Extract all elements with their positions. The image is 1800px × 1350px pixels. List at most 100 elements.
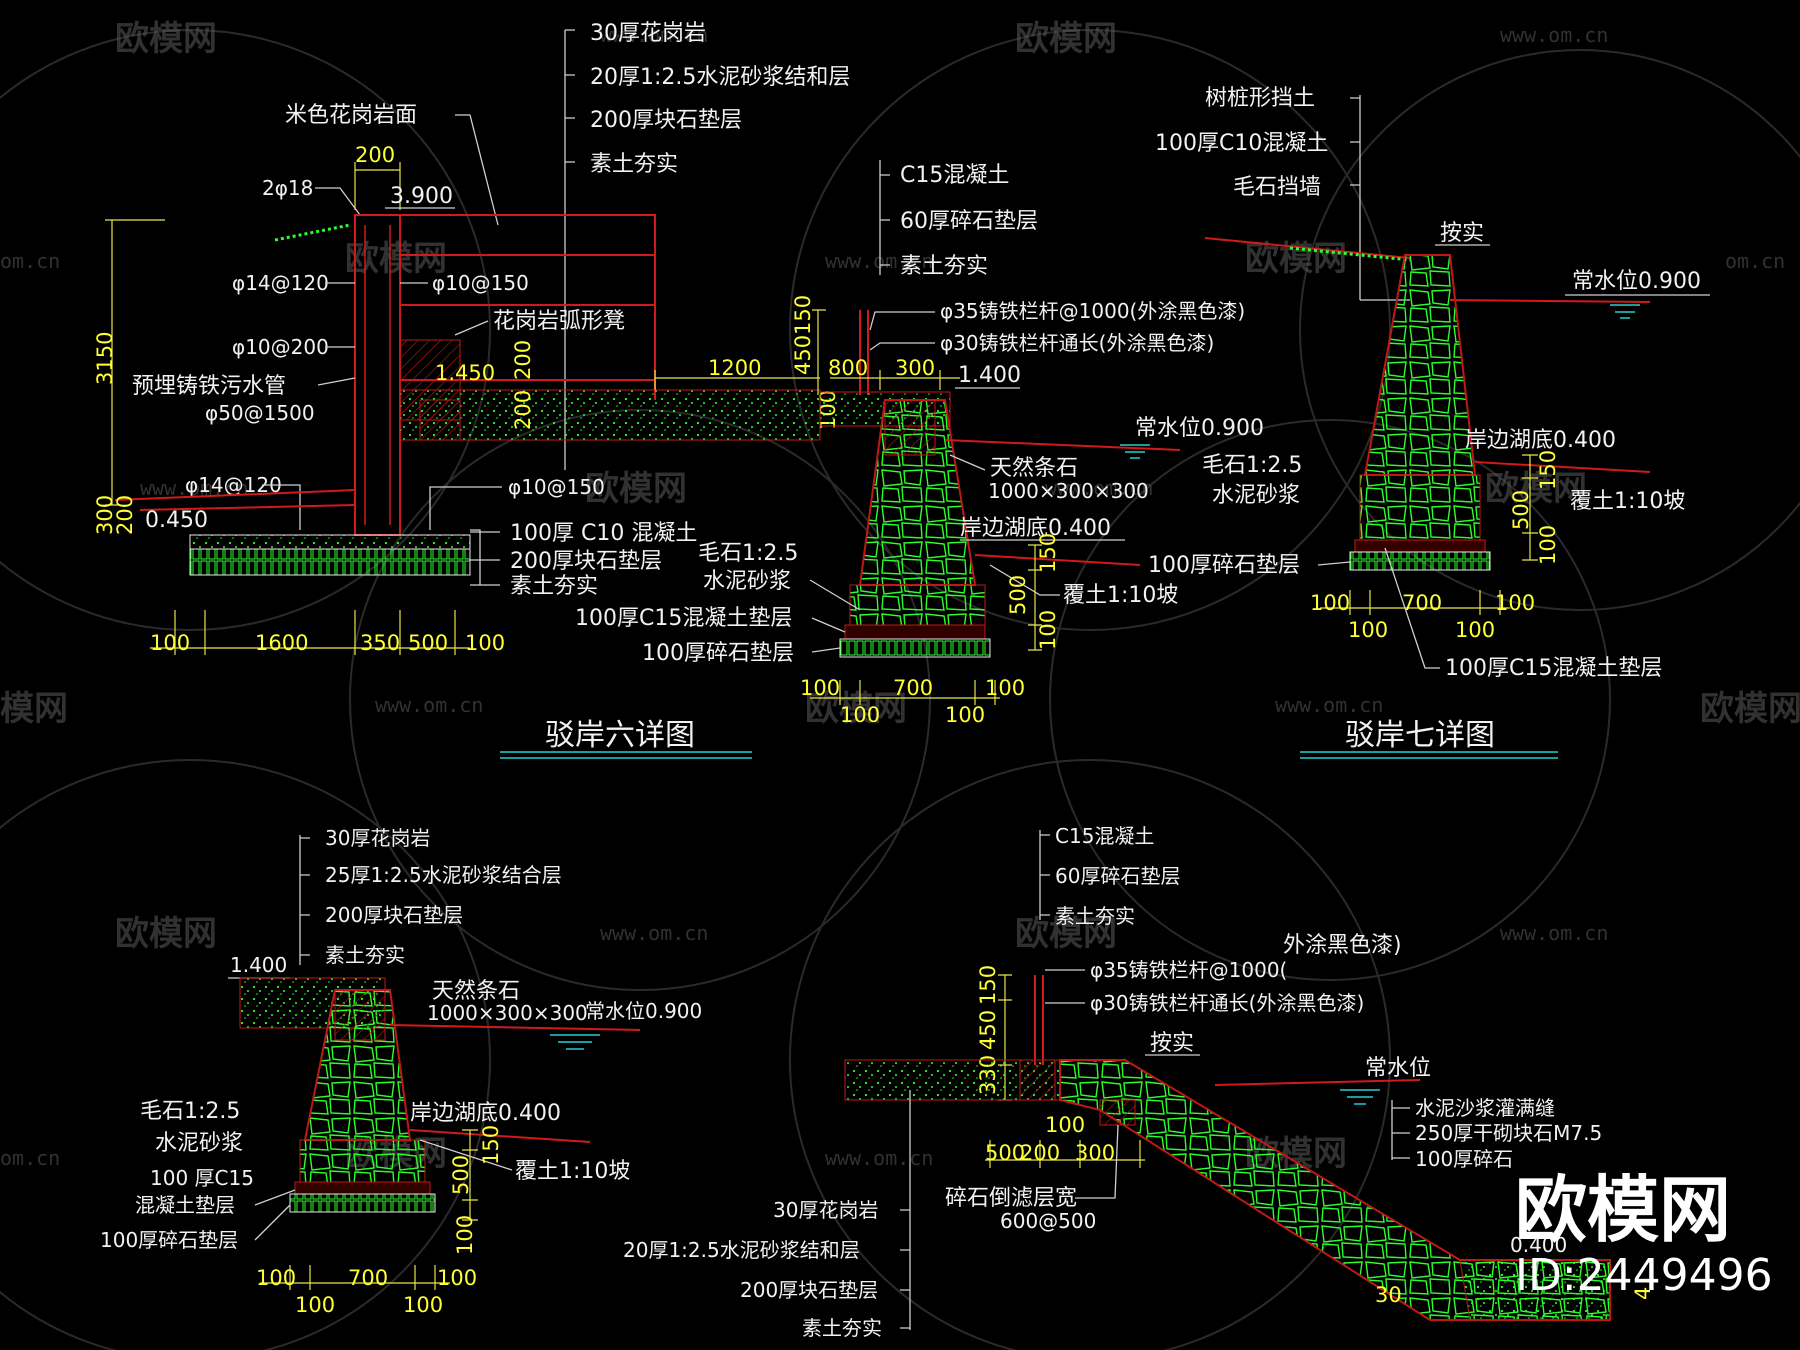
leader-line xyxy=(419,1139,513,1171)
dim-text: 150 xyxy=(791,295,815,335)
watermark-brand: 欧模网 xyxy=(585,469,687,509)
dim-text: 100 xyxy=(1455,618,1495,642)
dim-text: 100 xyxy=(1495,591,1535,615)
layer-label: 30厚花岗岩 xyxy=(773,1198,878,1222)
granite-face-label: 米色花岗岩面 xyxy=(285,103,417,128)
wall-footing xyxy=(849,584,986,626)
layer-label: 20厚1:2.5水泥砂浆结和层 xyxy=(623,1238,860,1262)
layer-label: 树桩形挡土 xyxy=(1205,86,1315,111)
filter-block xyxy=(1099,1099,1136,1126)
capstone xyxy=(884,399,936,456)
ground-line xyxy=(114,489,356,511)
wall-footing xyxy=(1359,474,1481,541)
stone-label: 天然条石 xyxy=(432,979,520,1004)
mortar-label: 水泥砂浆 xyxy=(1212,483,1300,508)
layer-label: 20厚1:2.5水泥砂浆结和层 xyxy=(590,65,850,90)
leader-line xyxy=(254,1189,296,1206)
layer-label: 100厚 C10 混凝土 xyxy=(510,521,697,546)
watermark-brand: 欧模网 xyxy=(115,19,217,59)
rebar-label: φ10@150 xyxy=(432,271,529,295)
water-level-label: 常水位 xyxy=(1365,1056,1431,1081)
leader-line xyxy=(262,484,301,530)
bench-base xyxy=(419,399,461,441)
leader-line xyxy=(989,564,1060,596)
pad-label: 100 厚C15 xyxy=(150,1166,254,1190)
dim-text: 300 xyxy=(1075,1141,1115,1165)
compact-label: 按实 xyxy=(1440,221,1484,246)
lakebed-line xyxy=(409,1129,591,1143)
leader-line xyxy=(455,114,499,226)
water-symbol xyxy=(1340,1089,1380,1105)
water-line xyxy=(389,1024,641,1031)
leader-line xyxy=(1384,547,1440,669)
lakebed-label: 岸边湖底0.400 xyxy=(1465,428,1616,453)
concrete-pad xyxy=(844,624,986,640)
detail-6: 30厚花岗岩 20厚1:2.5水泥砂浆结和层 200厚块石垫层 素土夯实 米色花… xyxy=(93,21,850,759)
detail-title: 驳岸七详图 xyxy=(1345,718,1495,753)
layer-label: 60厚碎石垫层 xyxy=(1055,864,1180,888)
layer-label: 素土夯实 xyxy=(590,152,678,177)
dim-text: 450 xyxy=(791,335,815,375)
dim-text: 100 xyxy=(985,676,1025,700)
mortar-label: 水泥砂浆 xyxy=(155,1131,243,1156)
leader-line xyxy=(811,647,841,653)
pad-label: 100厚C15混凝土垫层 xyxy=(1445,656,1662,681)
gravel-pad xyxy=(289,1193,436,1213)
dim-line xyxy=(105,219,165,506)
watermark-url: www.om.cn xyxy=(1045,476,1153,500)
concrete-pad xyxy=(1354,539,1486,553)
leader-line xyxy=(1075,1124,1119,1199)
watermark-url: www.om.cn xyxy=(825,249,933,273)
dim-text: 500 xyxy=(1509,490,1533,530)
wall-footing xyxy=(299,1139,426,1183)
layer-label: 200厚块石垫层 xyxy=(740,1278,878,1302)
ground-line xyxy=(1204,237,1411,259)
watermark-brand: 欧模网 xyxy=(805,689,907,729)
dim-text: 150 xyxy=(976,965,1000,1005)
layer-label: 30厚花岗岩 xyxy=(590,21,706,46)
rail-label: φ30铸铁栏杆通长(外涂黑色漆) xyxy=(1090,991,1364,1015)
dim-text: 1200 xyxy=(708,356,761,380)
dim-text: 100 xyxy=(840,703,880,727)
dim-text: 4 xyxy=(1631,1287,1655,1300)
lakebed-line xyxy=(974,554,1141,566)
dim-text: 200 xyxy=(511,390,535,430)
layer-leader xyxy=(299,835,310,965)
dim-text: 100 xyxy=(437,1266,477,1290)
stone-label: 天然条石 xyxy=(990,456,1078,481)
dim-text: 1600 xyxy=(255,631,308,655)
mortar-label: 毛石1:2.5 xyxy=(698,541,798,566)
dim-line xyxy=(830,370,960,390)
concrete-pad xyxy=(294,1181,431,1195)
gravel-pad xyxy=(1349,551,1491,571)
layer-leader xyxy=(470,529,500,586)
dim-text: 200 xyxy=(355,143,395,167)
leader-line xyxy=(809,579,861,611)
watermark-url: om.cn xyxy=(1725,249,1785,273)
elevation-label: 0.400 xyxy=(1510,1233,1567,1257)
pad-label: 混凝土垫层 xyxy=(135,1193,235,1217)
rebar-label: φ10@200 xyxy=(232,335,329,359)
watermark-url: www.om.cn xyxy=(1500,23,1608,47)
paving-layer xyxy=(399,389,821,441)
brand-id: ID:2449496 xyxy=(1515,1250,1773,1301)
detail-bottom-left: 30厚花岗岩 25厚1:2.5水泥砂浆结合层 200厚块石垫层 素土夯实 1.4… xyxy=(100,826,702,1317)
dim-line xyxy=(1320,590,1510,615)
title-underline xyxy=(1300,751,1558,759)
lakebed-label: 岸边湖底0.400 xyxy=(410,1101,561,1126)
layer-leader xyxy=(1039,830,1050,920)
dim-line xyxy=(985,1140,1145,1168)
brand-logo-text: 欧模网 xyxy=(1515,1168,1731,1252)
paint-label: 外涂黑色漆) xyxy=(1283,933,1402,958)
dim-text: 800 xyxy=(828,356,868,380)
layer-label: 25厚1:2.5水泥砂浆结合层 xyxy=(325,863,562,887)
grass-line xyxy=(274,223,351,242)
layer-label: 毛石挡墙 xyxy=(1233,175,1321,200)
cover-label: 覆土1:10坡 xyxy=(515,1159,630,1184)
rebar-label: 2φ18 xyxy=(262,176,313,200)
watermark-brand: 欧模网 xyxy=(345,239,447,279)
dim-text: 700 xyxy=(1402,591,1442,615)
leader-line xyxy=(254,1204,291,1241)
detail-bottom-right: C15混凝土 60厚碎石垫层 素土夯实 外涂黑色漆) φ35铸铁栏杆@1000(… xyxy=(623,824,1655,1340)
